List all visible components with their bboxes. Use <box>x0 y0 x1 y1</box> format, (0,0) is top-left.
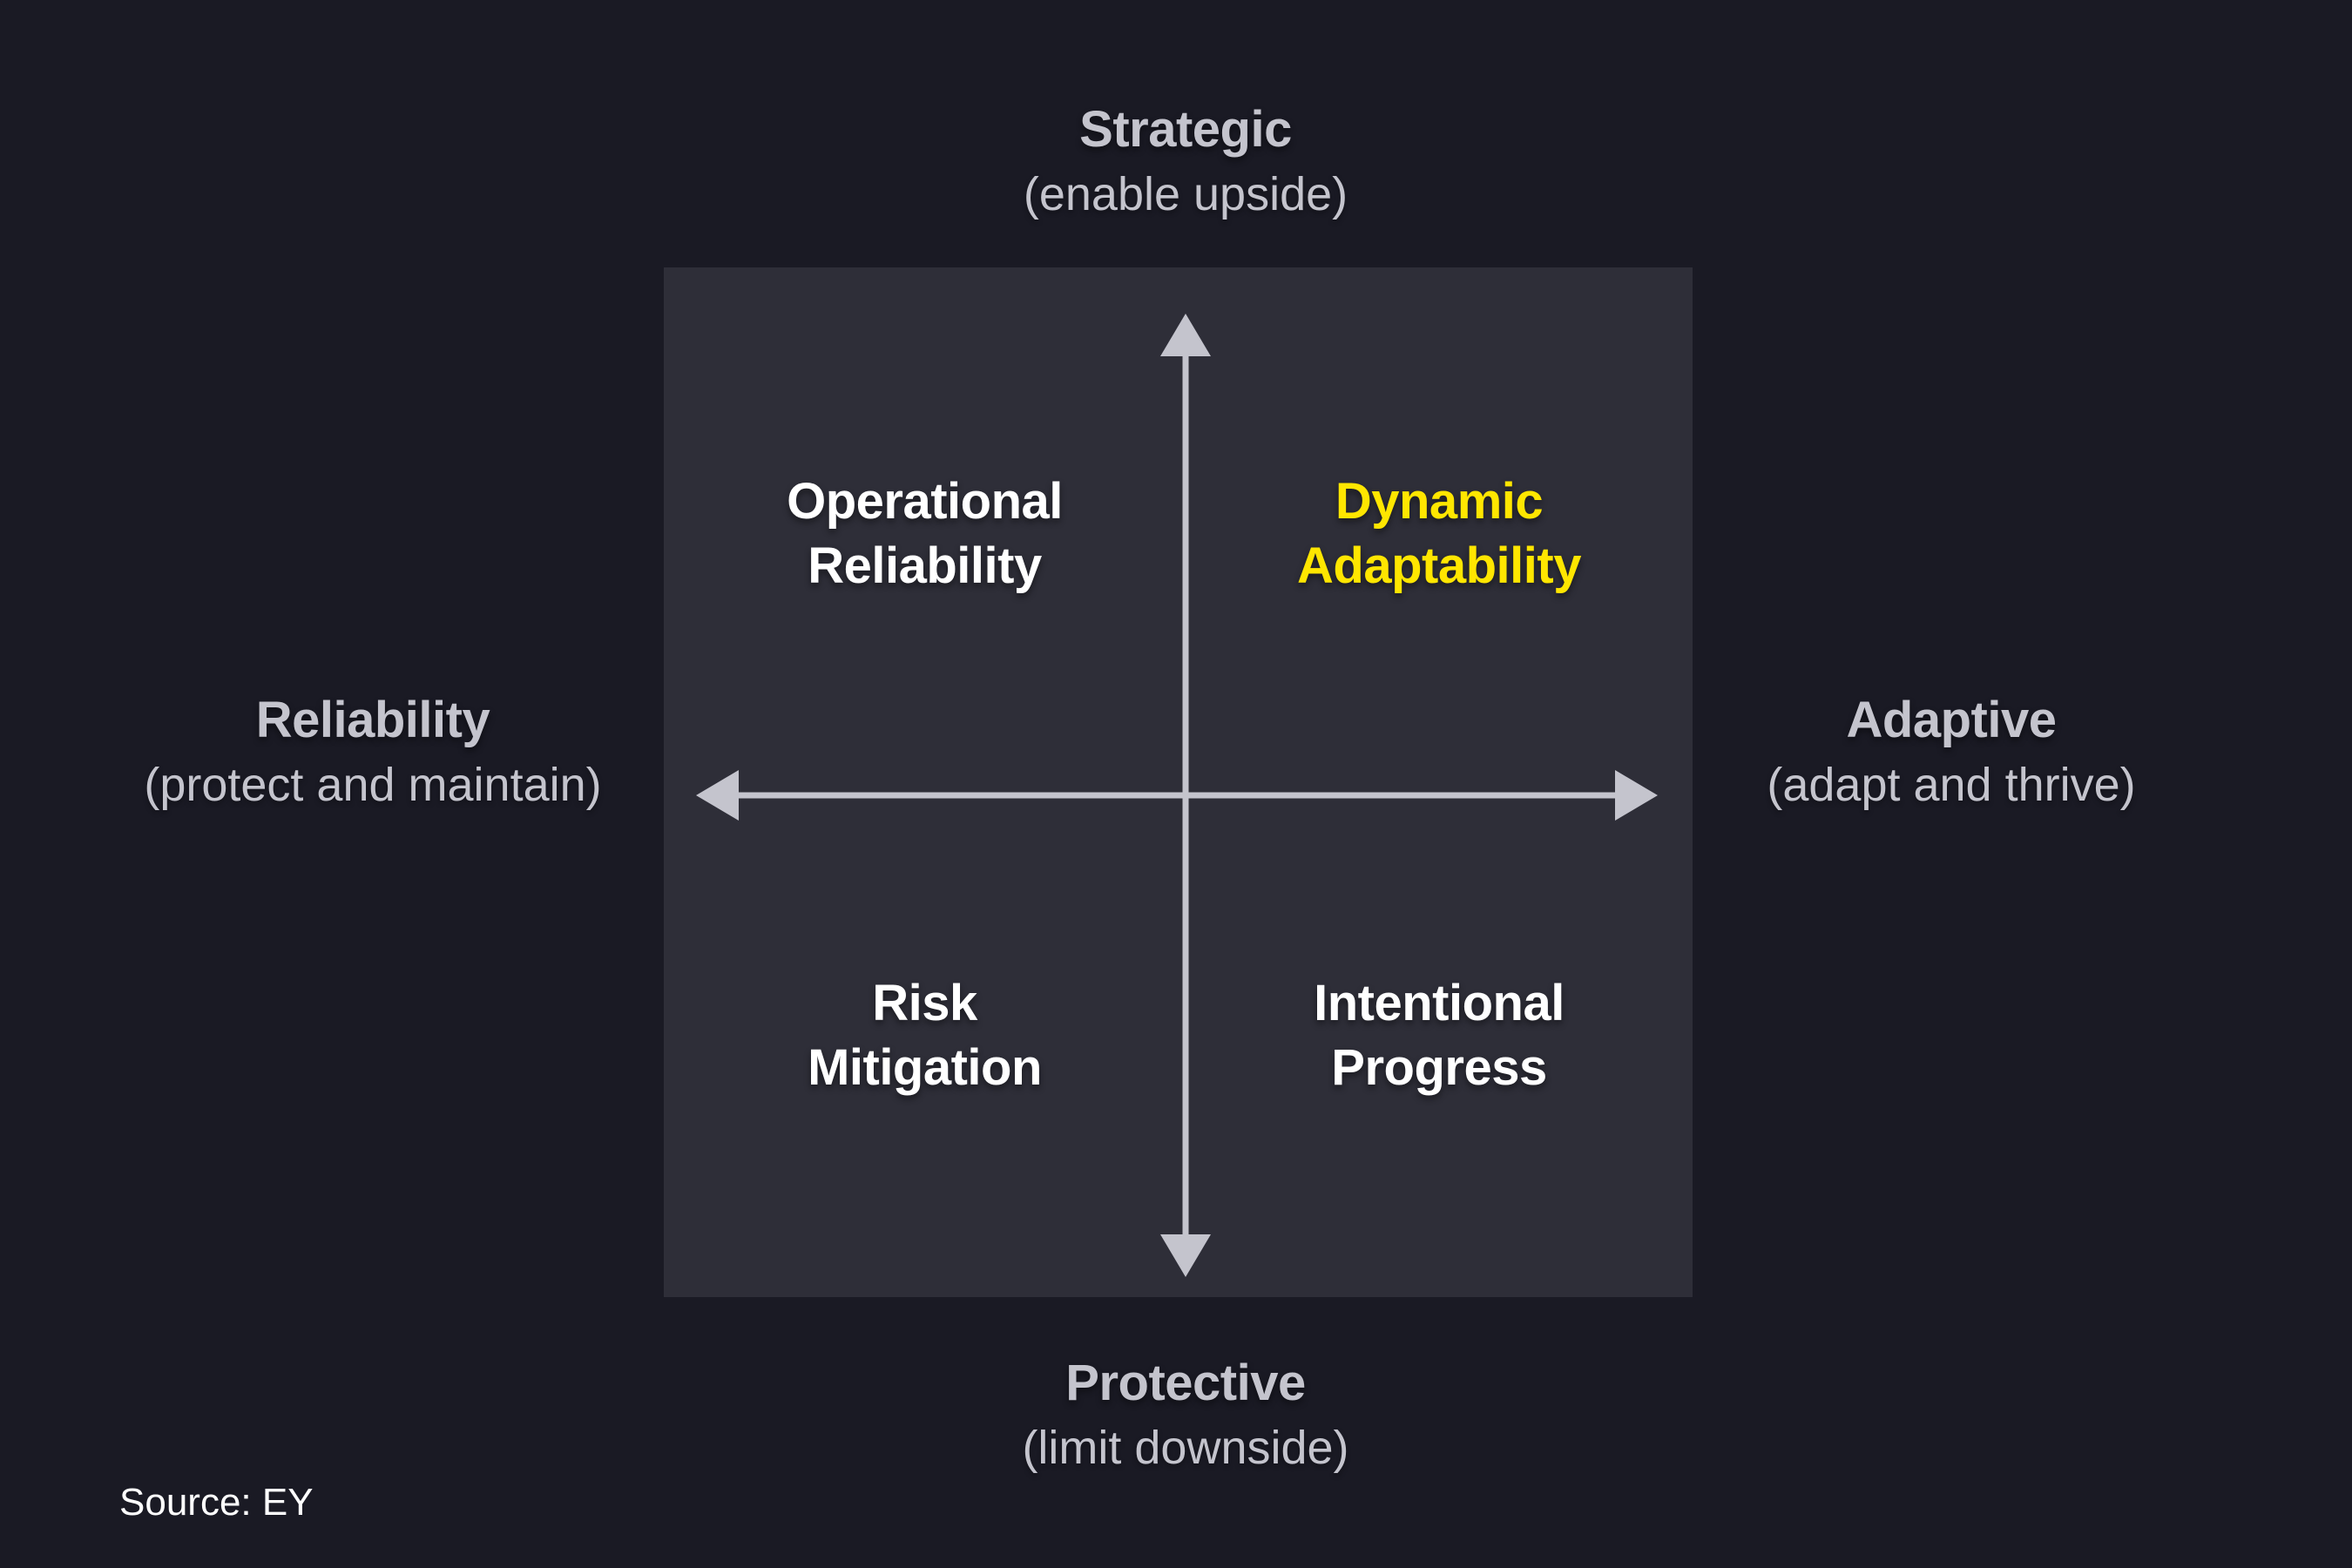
axis-label-left: Reliability (protect and maintain) <box>51 688 695 817</box>
quadrant-label-dynamic-adaptability: Dynamic Adaptability <box>1186 470 1693 598</box>
quadrant-bl-line1: Risk <box>872 975 977 1031</box>
axis-left-title: Reliability <box>255 692 490 748</box>
quadrant-tl-line2: Reliability <box>808 537 1042 594</box>
quadrant-label-intentional-progress: Intentional Progress <box>1186 971 1693 1100</box>
source-note: Source: EY <box>119 1481 314 1524</box>
axis-label-bottom: Protective (limit downside) <box>881 1351 1490 1480</box>
quadrant-br-line1: Intentional <box>1314 975 1565 1031</box>
quadrant-tr-line1: Dynamic <box>1335 473 1544 530</box>
axis-bottom-title: Protective <box>1065 1355 1306 1411</box>
axis-top-subtitle: (enable upside) <box>1023 168 1348 220</box>
quadrant-panel <box>664 267 1693 1297</box>
quadrant-tr-line2: Adaptability <box>1297 537 1581 594</box>
axis-top-title: Strategic <box>1079 101 1292 158</box>
axis-right-subtitle: (adapt and thrive) <box>1767 759 2136 811</box>
axis-right-title: Adaptive <box>1846 692 2057 748</box>
axis-label-top: Strategic (enable upside) <box>881 98 1490 226</box>
axis-left-subtitle: (protect and maintain) <box>144 759 602 811</box>
quadrant-tl-line1: Operational <box>787 473 1063 530</box>
axis-bottom-subtitle: (limit downside) <box>1022 1422 1349 1474</box>
axis-label-right: Adaptive (adapt and thrive) <box>1707 688 2195 817</box>
quadrant-br-line2: Progress <box>1331 1039 1547 1096</box>
quadrant-label-risk-mitigation: Risk Mitigation <box>664 971 1186 1100</box>
quadrant-label-operational-reliability: Operational Reliability <box>664 470 1186 598</box>
quadrant-bl-line2: Mitigation <box>808 1039 1042 1096</box>
